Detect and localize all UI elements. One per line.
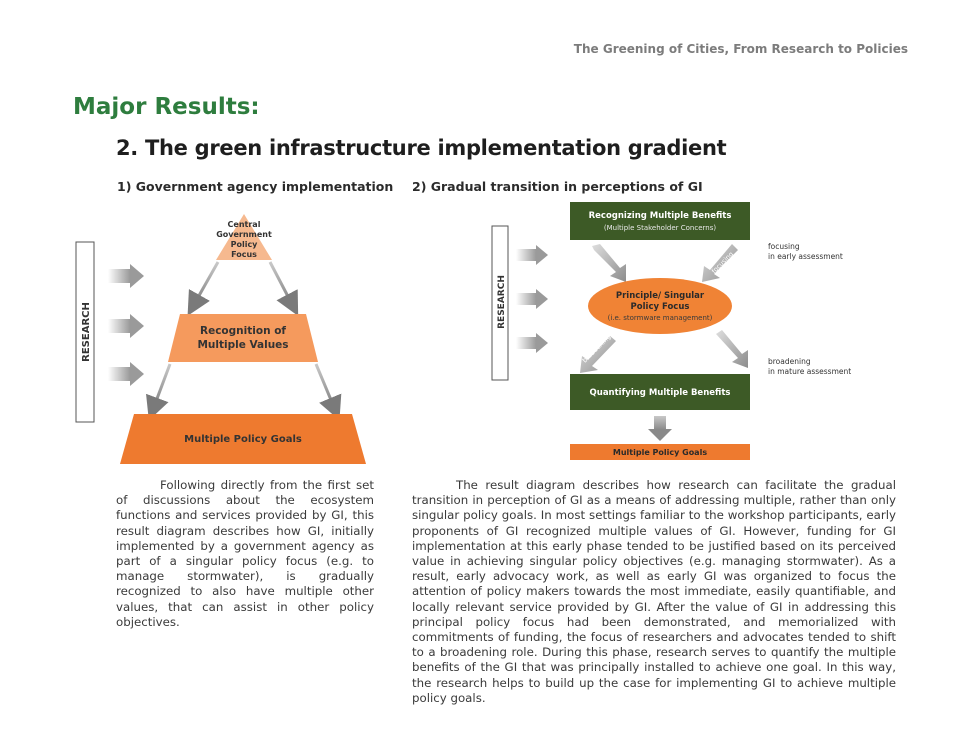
triangle-label: Focus <box>231 250 257 259</box>
gradient-arrow-icon <box>187 261 220 316</box>
ellipse-label: Principle/ Singular <box>616 291 705 301</box>
triangle-label: Government <box>216 230 272 239</box>
recognizing-benefits-subtitle: (Multiple Stakeholder Concerns) <box>604 224 716 232</box>
research-arrow-icon <box>108 314 144 338</box>
ellipse-label: Policy Focus <box>631 302 690 312</box>
focusing-arrow-icon <box>702 244 738 282</box>
ellipse-sublabel: (i.e. stormware management) <box>608 314 713 322</box>
gradient-arrow-icon <box>146 363 172 421</box>
quantifying-benefits-title: Quantifying Multiple Benefits <box>590 388 731 398</box>
research-bar <box>491 225 509 381</box>
gradient-arrow-icon <box>314 363 342 421</box>
policy-focus-triangle <box>216 214 272 260</box>
research-arrow-icon <box>516 289 548 309</box>
policy-goals-box <box>570 444 750 460</box>
trapezoid-label: Recognition of <box>200 325 286 337</box>
running-title: The Greening of Cities, From Research to… <box>573 42 908 56</box>
research-bar <box>75 241 95 423</box>
focusing-note: focusing <box>768 242 800 251</box>
down-right-arrow-icon <box>592 244 626 282</box>
government-implementation-diagram: RESEARCH Central Government Policy Focus… <box>75 214 366 464</box>
policy-goals-trapezoid <box>120 414 366 464</box>
quantifying-benefits-box <box>570 374 750 410</box>
research-label: RESEARCH <box>81 302 92 362</box>
major-results-heading: Major Results: <box>73 94 260 120</box>
triangle-label: Policy <box>231 240 259 249</box>
broadening-note: broadening <box>768 357 811 366</box>
broadening-note: in mature assessment <box>768 367 851 376</box>
recognizing-benefits-title: Recognizing Multiple Benefits <box>589 211 732 221</box>
perception-transition-diagram: RESEARCH Recognizing Multiple Benefits (… <box>491 202 851 460</box>
focusing-note: in early assessment <box>768 252 843 261</box>
down-arrow-icon <box>648 416 672 441</box>
gradient-arrow-icon <box>268 261 299 316</box>
multiple-values-trapezoid <box>168 314 318 362</box>
research-arrow-icon <box>516 333 548 353</box>
left-paragraph: Following directly from the first set of… <box>116 478 374 629</box>
broadening-arrow-icon <box>580 336 616 373</box>
triangle-label: Central <box>228 220 261 229</box>
left-diagram-caption: 1) Government agency implementation <box>117 179 394 194</box>
research-arrow-icon <box>516 245 548 265</box>
policy-goals-label: Multiple Policy Goals <box>184 434 302 445</box>
focusing-arrow-label: focusing <box>710 250 735 275</box>
trapezoid-label: Multiple Values <box>197 339 288 351</box>
right-paragraph: The result diagram describes how researc… <box>412 478 896 705</box>
research-label: RESEARCH <box>497 275 507 329</box>
policy-goals-label: Multiple Policy Goals <box>613 448 707 457</box>
research-arrow-icon <box>108 264 144 288</box>
down-right-arrow-icon <box>716 330 748 368</box>
recognizing-benefits-box <box>570 202 750 240</box>
research-arrow-icon <box>108 362 144 386</box>
policy-focus-ellipse <box>588 278 732 334</box>
section-title: 2. The green infrastructure implementati… <box>116 136 727 160</box>
right-diagram-caption: 2) Gradual transition in perceptions of … <box>412 179 703 194</box>
